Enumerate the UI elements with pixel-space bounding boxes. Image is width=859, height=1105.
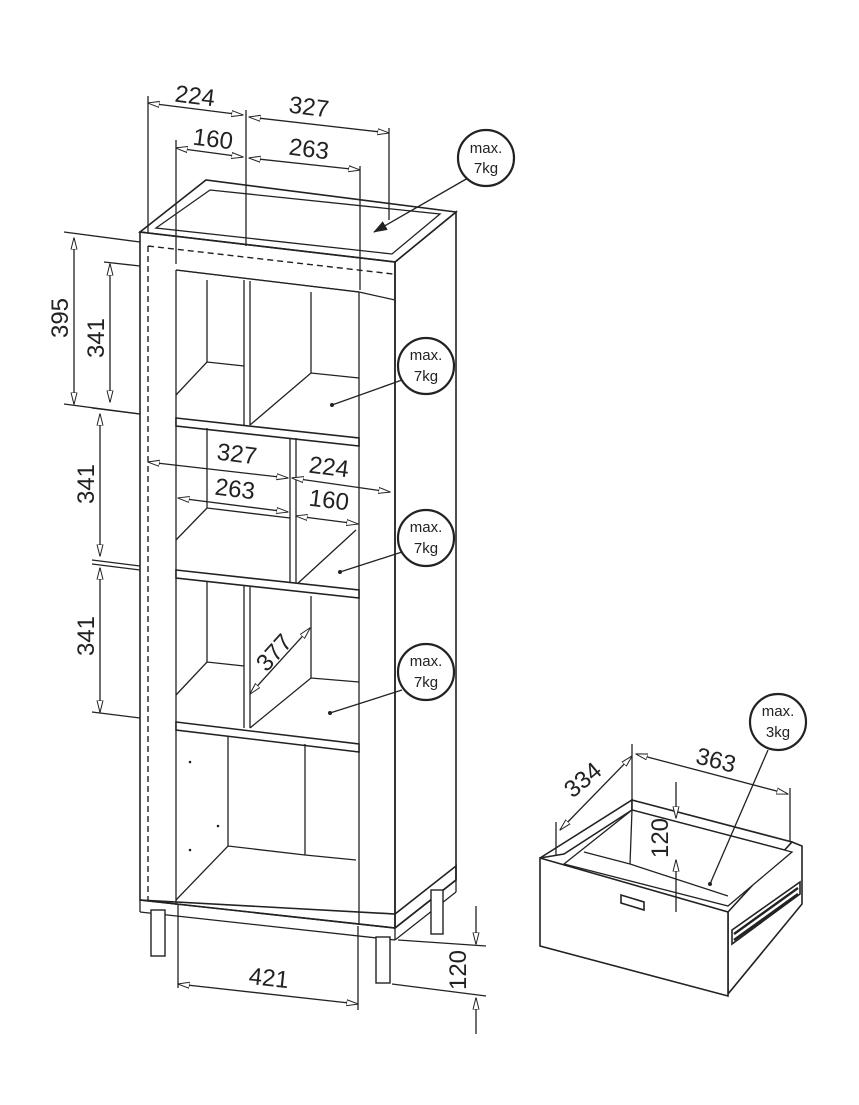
dimension-labels: 224 327 160 263 395 341 341 341 327 263 … (47, 81, 739, 994)
dim-mid-inner-left: 263 (213, 474, 256, 506)
load-label-drawer: max. 3kg (748, 692, 808, 752)
dim-drawer-width: 363 (693, 743, 738, 779)
legs (150, 889, 444, 984)
dim-height-top-inner: 341 (83, 318, 110, 358)
load-shelf-low-line2: 7kg (414, 674, 438, 691)
drawer-front (539, 856, 729, 998)
leg-front-left (150, 909, 166, 957)
dim-drawer-depth: 334 (559, 757, 607, 803)
load-shelf-mid-line2: 7kg (414, 540, 438, 557)
drawer (539, 744, 803, 998)
dim-drawer-height: 120 (647, 818, 674, 858)
load-shelf-low-line1: max. (410, 653, 443, 670)
load-drawer-line1: max. (762, 703, 795, 720)
load-shelf-upper-line1: max. (410, 347, 443, 364)
cabinet-right-side (394, 210, 457, 930)
leg-front-right (375, 936, 391, 984)
dim-top-width-right: 327 (287, 92, 330, 124)
dim-mid-width-right: 224 (307, 452, 350, 484)
load-top-line2: 7kg (474, 160, 498, 177)
dim-height-top-outer: 395 (47, 298, 74, 338)
shelf-2 (175, 569, 360, 599)
dim-base-width: 421 (247, 963, 290, 994)
leg-back-right (430, 889, 444, 935)
load-label-top: max. 7kg (456, 128, 516, 188)
load-shelf-mid-line1: max. (410, 519, 443, 536)
dim-mid-width-left: 327 (215, 439, 258, 471)
dim-top-width-left: 224 (173, 81, 216, 113)
dim-leg-height: 120 (445, 950, 472, 990)
shelf-3 (175, 721, 360, 753)
dim-height-low: 341 (73, 616, 100, 656)
drawer-handle (620, 893, 645, 912)
dim-top-inner-right: 263 (287, 134, 330, 166)
dim-height-mid: 341 (73, 464, 100, 504)
shelf-1 (175, 417, 360, 447)
load-shelf-upper-line2: 7kg (414, 368, 438, 385)
dimension-lines (63, 96, 487, 1034)
cabinet-top (137, 179, 458, 263)
dim-top-inner-left: 160 (191, 124, 234, 156)
cabinet-base (139, 864, 457, 929)
cabinet-top-inner (154, 189, 442, 255)
dim-mid-inner-right: 160 (307, 485, 350, 517)
load-label-shelf-mid: max. 7kg (396, 508, 456, 568)
load-label-shelf-low: max. 7kg (396, 642, 456, 702)
load-top-line1: max. (470, 140, 503, 157)
load-indicators: max. 7kg max. 7kg max. 7kg max. 7kg max.… (328, 128, 808, 886)
dim-shelf-depth: 377 (251, 629, 298, 677)
load-label-shelf-upper: max. 7kg (396, 336, 456, 396)
load-drawer-line2: 3kg (766, 724, 790, 741)
